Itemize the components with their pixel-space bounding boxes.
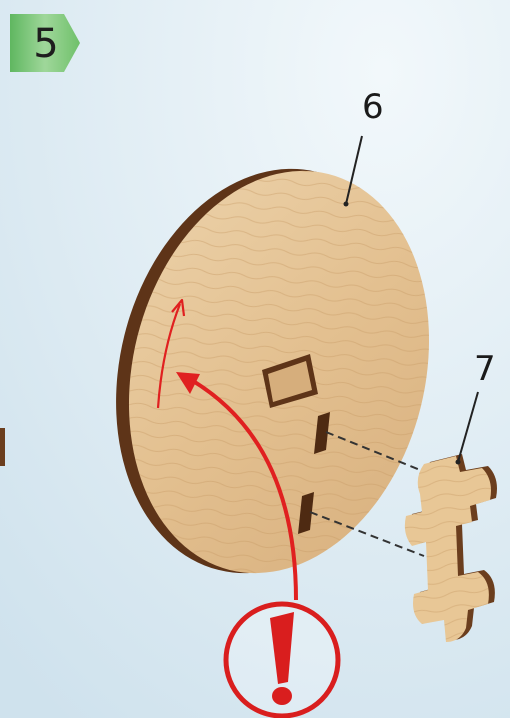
leader-dot-7 (456, 460, 461, 465)
exclamation-warning-icon (226, 604, 338, 716)
part-label-6: 6 (362, 90, 384, 124)
adjacent-part-edge (0, 428, 5, 466)
step-number: 5 (24, 24, 68, 64)
step-badge: 5 (10, 14, 80, 72)
leader-dot-6 (344, 202, 349, 207)
part-label-7: 7 (474, 352, 496, 386)
